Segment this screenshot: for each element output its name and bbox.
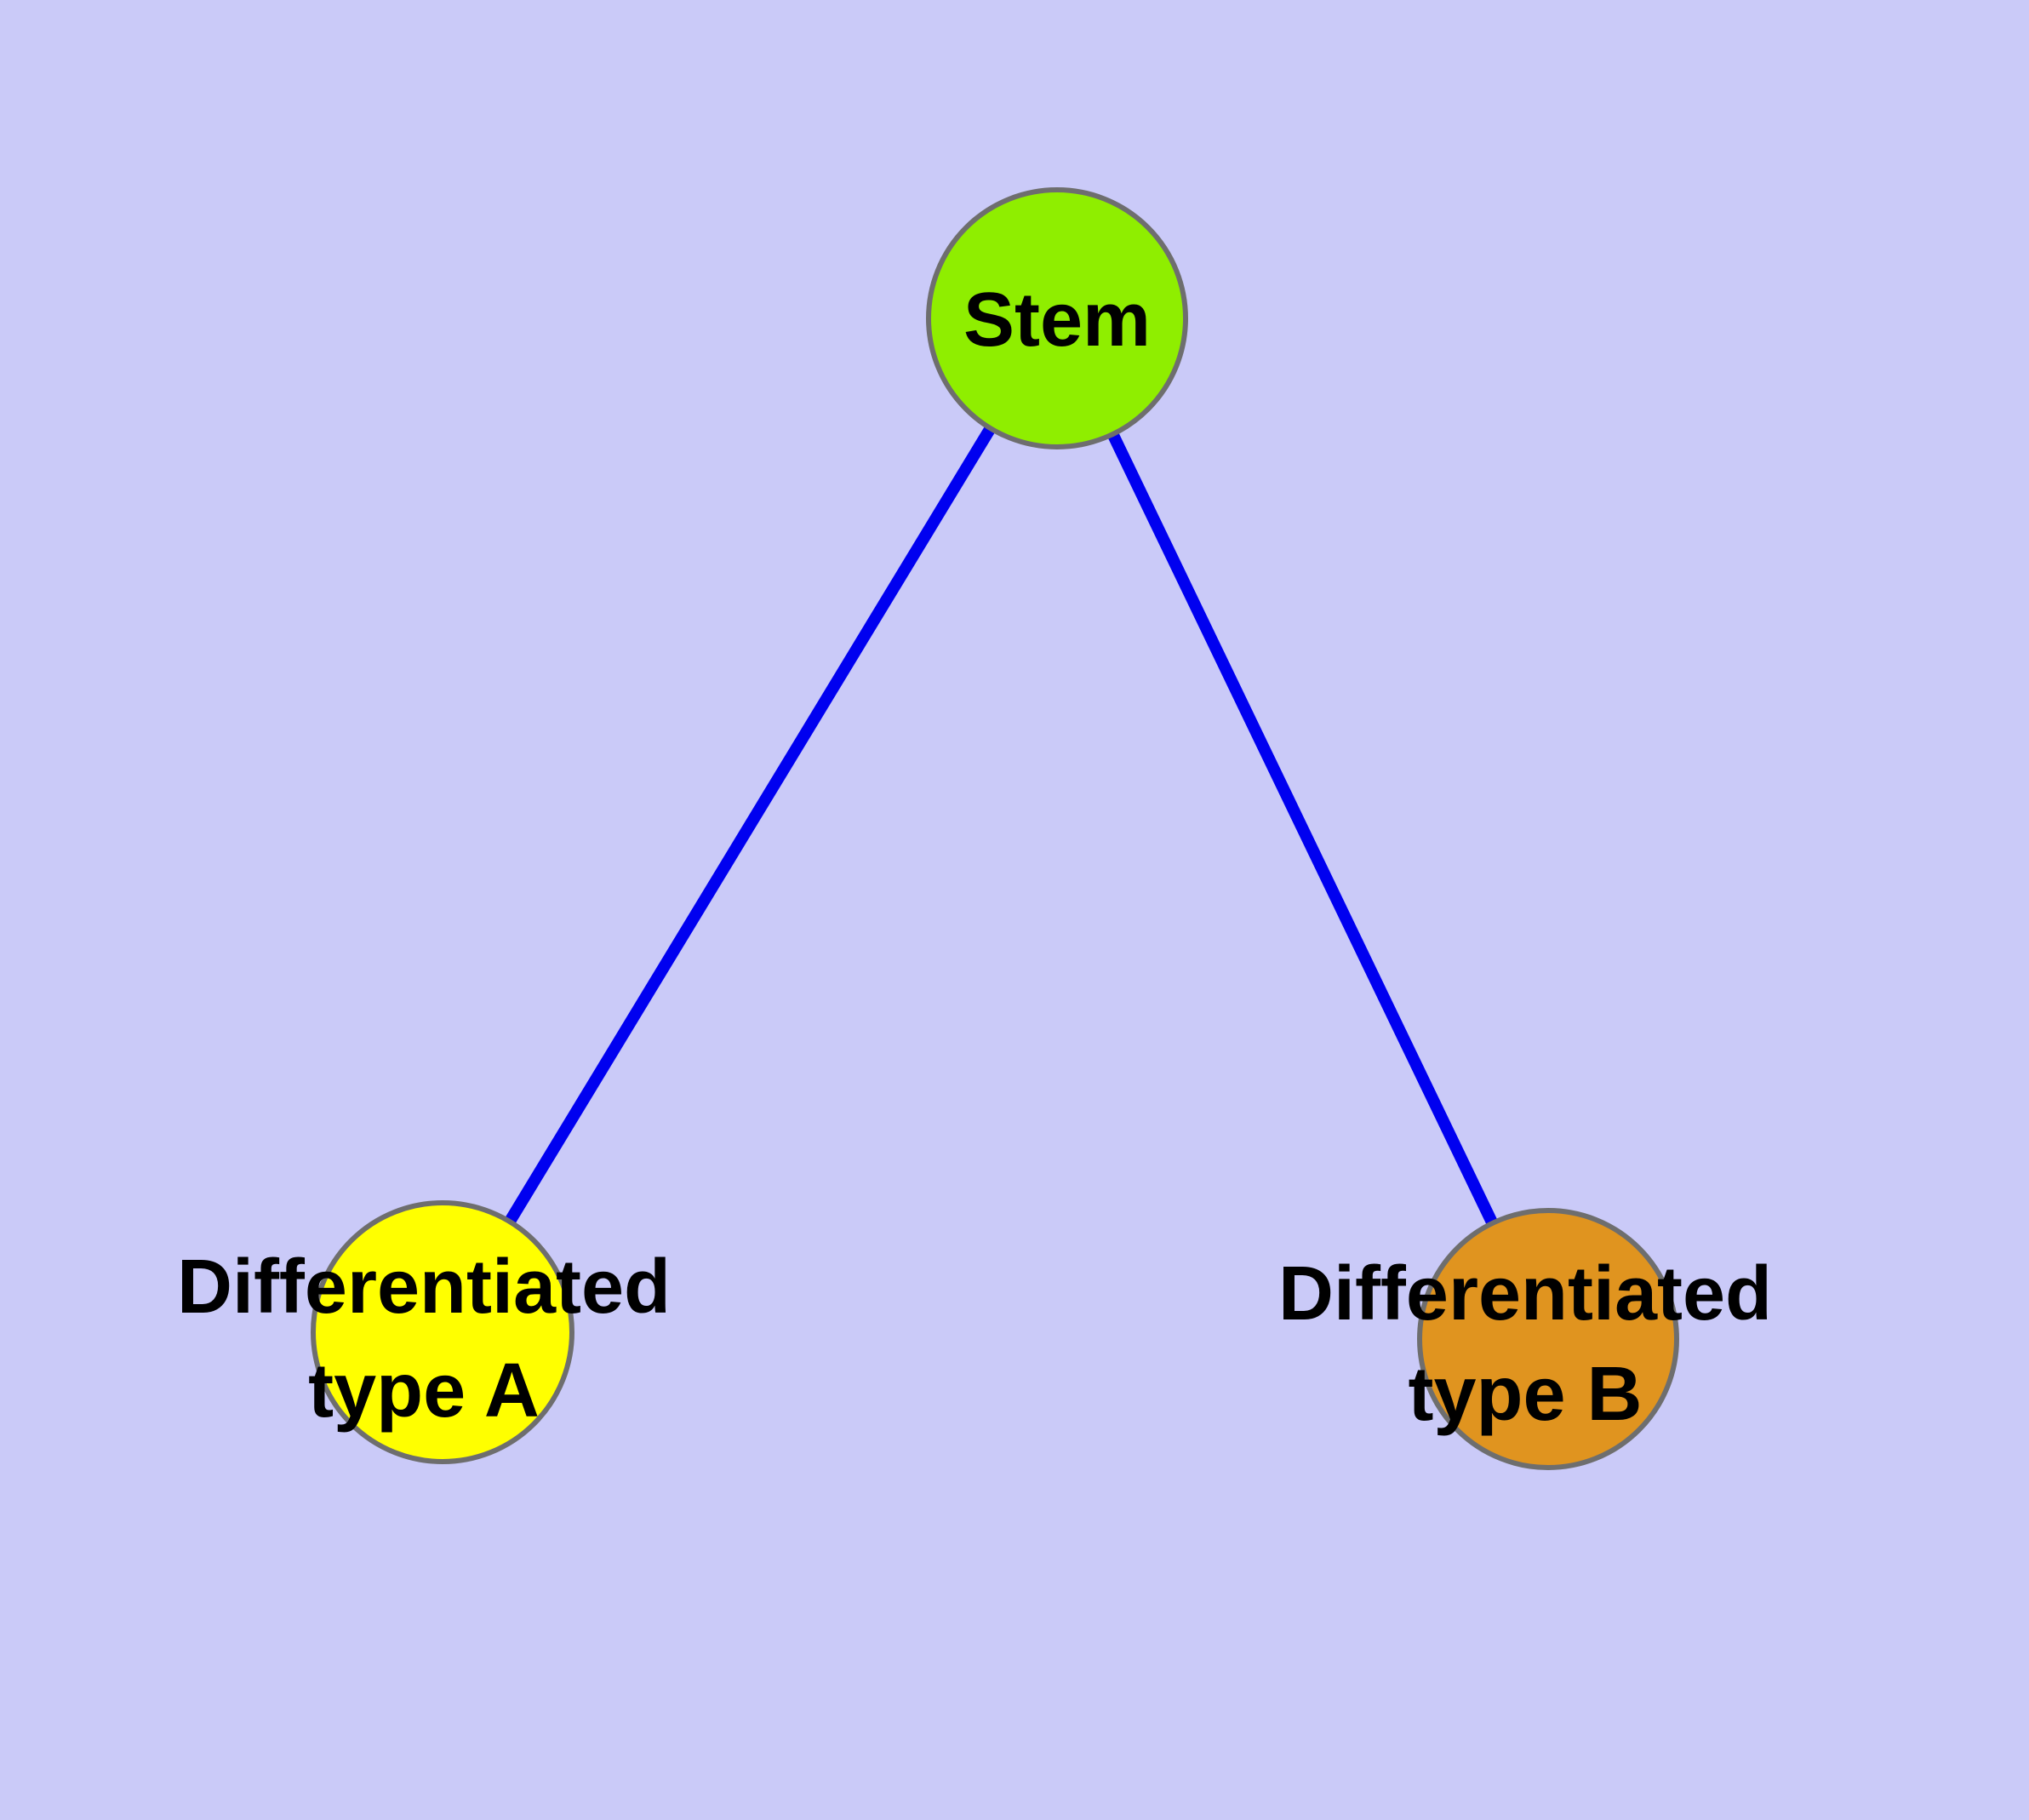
edge-stem-to-type-a [437, 312, 1063, 1338]
edge-stem-to-type-b [1051, 312, 1554, 1345]
node-stem [926, 187, 1188, 449]
node-differentiated-type-a [311, 1200, 574, 1464]
node-type-a-label-line1: Differentiated [177, 1245, 671, 1330]
node-type-b-label-line1: Differentiated [1278, 1251, 1772, 1336]
node-stem-label: Stem [963, 278, 1151, 363]
node-type-b-label-line2: type B [1408, 1352, 1642, 1437]
node-differentiated-type-b [1417, 1208, 1679, 1470]
node-type-a-label-line2: type A [308, 1348, 540, 1434]
